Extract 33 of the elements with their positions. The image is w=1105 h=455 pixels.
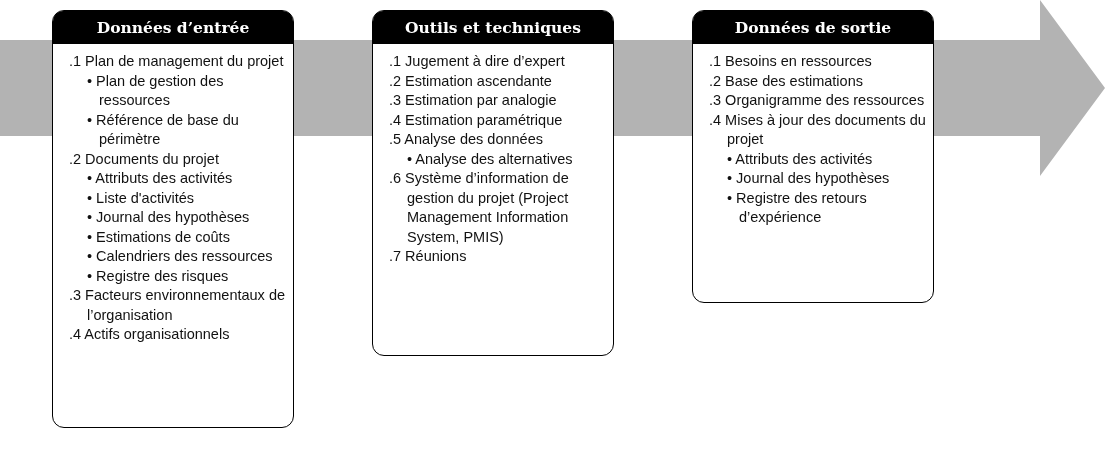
card-header: Données d’entrée [53,11,293,44]
list-item: .2 Documents du projet [69,149,220,169]
bullet-item: • Attributs des activités [87,169,234,188]
list-item: .1 Jugement à dire d’expert [389,52,566,71]
list-item: .4 Actifs organisationnels [69,325,231,344]
bullet-item: • Liste d'activités [87,188,195,208]
list-item: .4 Mises à jour des documents du projet [709,110,927,149]
list-item: .1 Besoins en ressources [709,52,873,71]
list-card [52,10,294,428]
card-header: Outils et techniques [373,11,613,44]
card-header: Données de sortie [693,11,933,44]
bullet-item: • Estimations de coûts [87,227,231,247]
bullet-item: • Référence de base du périmètre [87,110,240,149]
list-card [372,10,614,356]
bullet-item: • Journal des hypothèses [87,208,251,227]
list-item: .2 Base des estimations [709,71,864,91]
bullet-item: • Registre des risques [87,266,230,286]
bullet-item: • Plan de gestion des ressources [87,71,225,110]
list-item: .3 Organigramme des ressources [709,91,926,110]
list-card [692,10,934,303]
list-item: .5 Analyse des données [389,130,544,149]
bullet-item: • Registre des retours d’expérience [727,188,868,227]
list-item: .1 Plan de management du projet [69,52,285,71]
bullet-item: • Journal des hypothèses [727,169,891,188]
list-item: .2 Estimation ascendante [389,71,553,91]
list-item: .7 Réunions [389,247,468,266]
list-item: .6 Système d’information de gestion du projet (Project Management Information System, PMIS) [389,169,570,247]
bullet-item: • Attributs des activités [727,149,874,169]
list-item: .3 Estimation par analogie [389,91,558,110]
list-item: .4 Estimation paramétrique [389,110,564,130]
bullet-item: • Calendriers des ressources [87,247,274,266]
bullet-item: • Analyse des alternatives [407,149,574,169]
list-item: .3 Facteurs environnementaux de l’organisation [69,286,286,325]
